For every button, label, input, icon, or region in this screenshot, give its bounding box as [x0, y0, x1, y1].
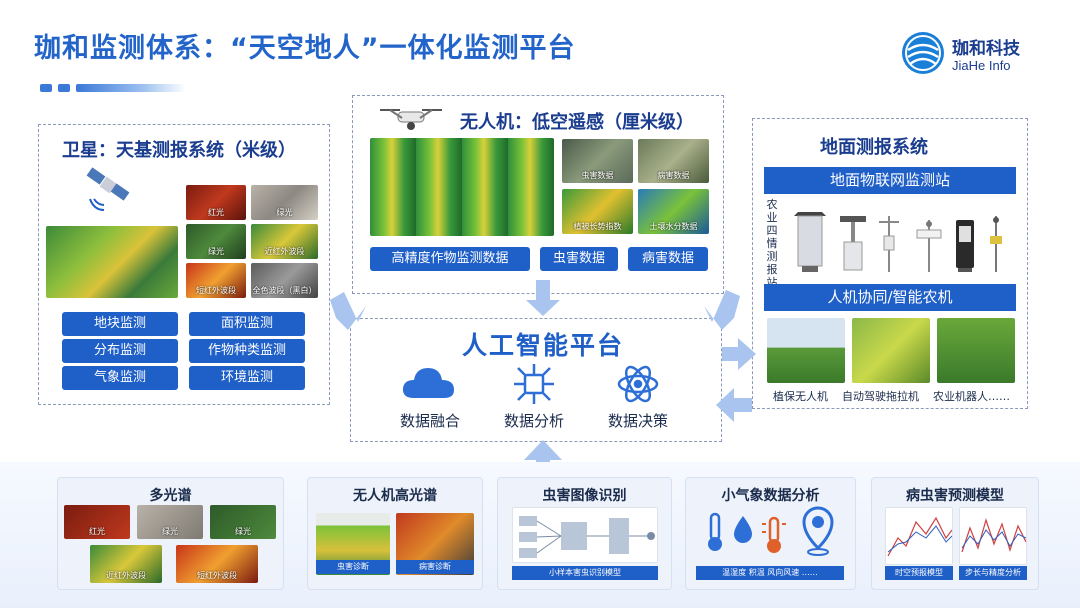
prediction-chart-2: [959, 507, 1027, 565]
hyper-disease-caption: 病害诊断: [396, 560, 474, 574]
hyper-pest-caption: 虫害诊断: [316, 560, 390, 574]
heat-thermometer-icon: [758, 512, 790, 556]
card-uav-hyperspectral-title: 无人机高光谱: [307, 485, 483, 505]
micro-weather-caption: 温湿度 积温 风向风速 ……: [696, 566, 844, 580]
pest-model-diagram: [512, 507, 658, 563]
card-micro-weather-title: 小气象数据分析: [685, 485, 856, 505]
location-pin-icon: [800, 506, 836, 556]
ms-label: 红光: [89, 526, 105, 537]
ms-green-image: 绿光: [137, 505, 203, 539]
prediction-chart-1: [885, 507, 953, 565]
prediction-caption-2: 步长与精度分析: [959, 566, 1027, 580]
thermometer-icon: [700, 510, 730, 554]
prediction-caption-1: 时空预报模型: [885, 566, 953, 580]
ms-green2-image: 绿光: [210, 505, 276, 539]
ms-label: 近红外波段: [106, 570, 146, 581]
ms-label: 绿光: [235, 526, 251, 537]
arrow-satellite-to-ai: [330, 292, 366, 330]
ms-nir-image: 近红外波段: [90, 545, 162, 583]
arrow-uav-to-ai: [526, 280, 560, 316]
ms-red-image: 红光: [64, 505, 130, 539]
card-multispectral-title: 多光谱: [57, 485, 284, 505]
arrow-ai-to-ground: [722, 338, 756, 370]
ms-label: 短红外波段: [197, 570, 237, 581]
humidity-drop-icon: [732, 514, 754, 544]
ms-swir-image: 短红外波段: [176, 545, 258, 583]
arrow-ground-to-ai: [704, 290, 740, 330]
card-pest-image-title: 虫害图像识别: [497, 485, 672, 505]
pest-image-caption: 小样本害虫识别模型: [512, 566, 658, 580]
arrow-ground-to-ai-lower: [716, 388, 752, 422]
ms-label: 绿光: [162, 526, 178, 537]
card-pest-prediction-title: 病虫害预测模型: [871, 485, 1039, 505]
